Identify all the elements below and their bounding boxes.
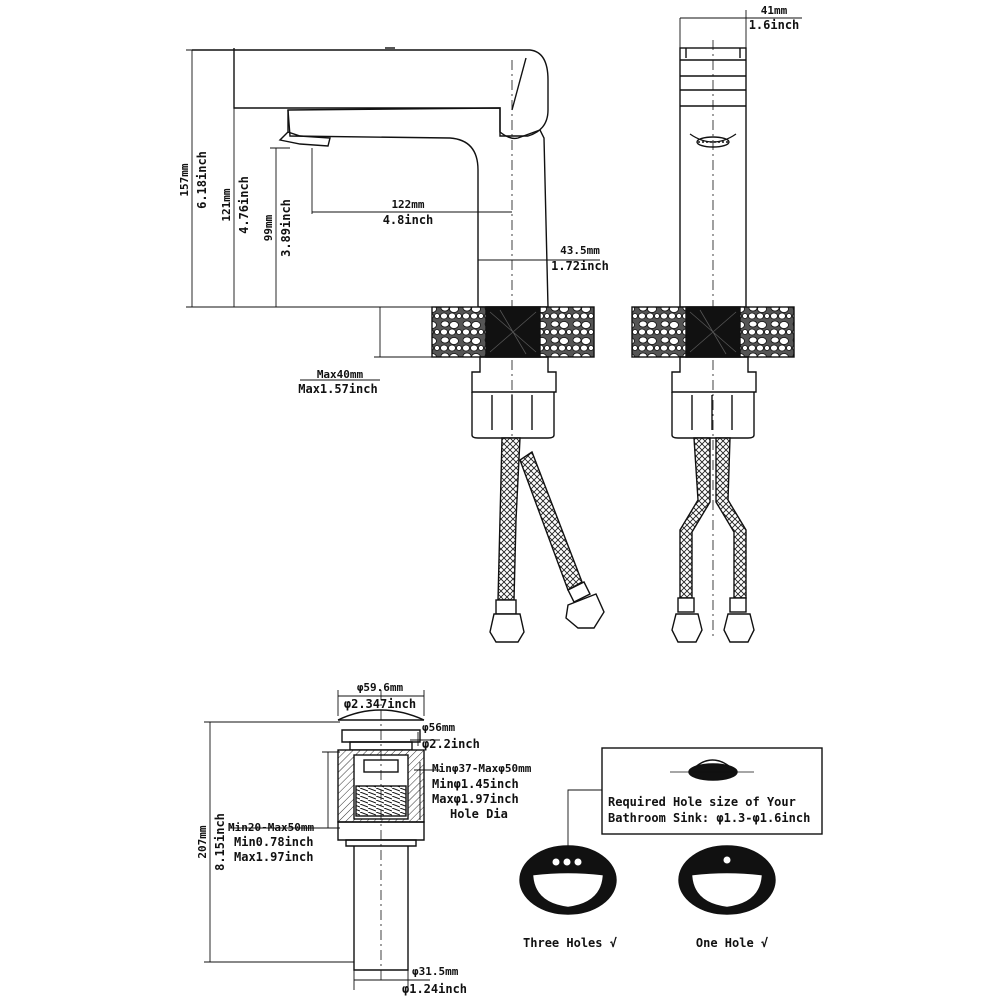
- label-drain-height-in: 8.15inch: [213, 813, 227, 871]
- label-height-aerator-mm: 99mm: [262, 214, 275, 241]
- label-height-total-mm: 157mm: [178, 163, 191, 196]
- three-holes-label: Three Holes √: [523, 936, 617, 950]
- label-base-mm: 43.5mm: [560, 244, 600, 257]
- drain-dimension-lines: [204, 690, 440, 990]
- label-thickness-min-in: Min0.78inch: [234, 835, 313, 849]
- label-deck-max-in: Max1.57inch: [298, 382, 377, 396]
- sink-hole-requirement: [567, 747, 823, 860]
- required-hole-line1: Required Hole size of Your: [608, 795, 796, 809]
- label-hole-range-mm: Minφ37-Maxφ50mm: [432, 762, 532, 775]
- label-height-spout-in: 4.76inch: [237, 176, 251, 234]
- sink-one-hole: [678, 845, 776, 915]
- label-thickness-max-in: Max1.97inch: [234, 850, 313, 864]
- side-dimension-lines: [679, 10, 802, 48]
- label-thickness-mm: Min20-Max50mm: [228, 821, 314, 834]
- label-hole-min-in: Minφ1.45inch: [432, 777, 519, 791]
- label-deck-max-mm: Max40mm: [317, 368, 364, 381]
- requirement-box: [601, 747, 823, 835]
- label-width-in: 1.6inch: [749, 18, 800, 32]
- label-tail-dia-mm: φ31.5mm: [412, 965, 459, 978]
- label-base-in: 1.72inch: [551, 259, 609, 273]
- label-reach-in: 4.8inch: [383, 213, 434, 227]
- label-hole-max-in: Maxφ1.97inch: [432, 792, 519, 806]
- sink-three-holes: [519, 845, 617, 915]
- label-drain-height-mm: 207mm: [196, 825, 209, 858]
- label-flange-dia-mm: φ56mm: [422, 721, 455, 734]
- one-hole-label: One Hole √: [696, 936, 768, 950]
- front-dimension-lines: [186, 49, 600, 381]
- label-height-total-in: 6.18inch: [195, 151, 209, 209]
- label-flange-dia-in: φ2.2inch: [422, 737, 480, 751]
- label-width-mm: 41mm: [761, 4, 788, 17]
- label-tail-dia-in: φ1.24inch: [402, 982, 467, 996]
- pop-up-drain: [337, 690, 425, 980]
- label-cap-dia-mm: φ59.6mm: [357, 681, 404, 694]
- label-cap-dia-in: φ2.347inch: [344, 697, 416, 711]
- required-hole-line2: Bathroom Sink: φ1.3-φ1.6inch: [608, 811, 810, 825]
- faucet-front-view: [192, 47, 605, 643]
- label-height-spout-mm: 121mm: [220, 188, 233, 221]
- label-reach-mm: 122mm: [391, 198, 424, 211]
- label-hole-dia: Hole Dia: [450, 807, 508, 821]
- label-height-aerator-in: 3.89inch: [279, 199, 293, 257]
- faucet-side-view: [631, 40, 795, 643]
